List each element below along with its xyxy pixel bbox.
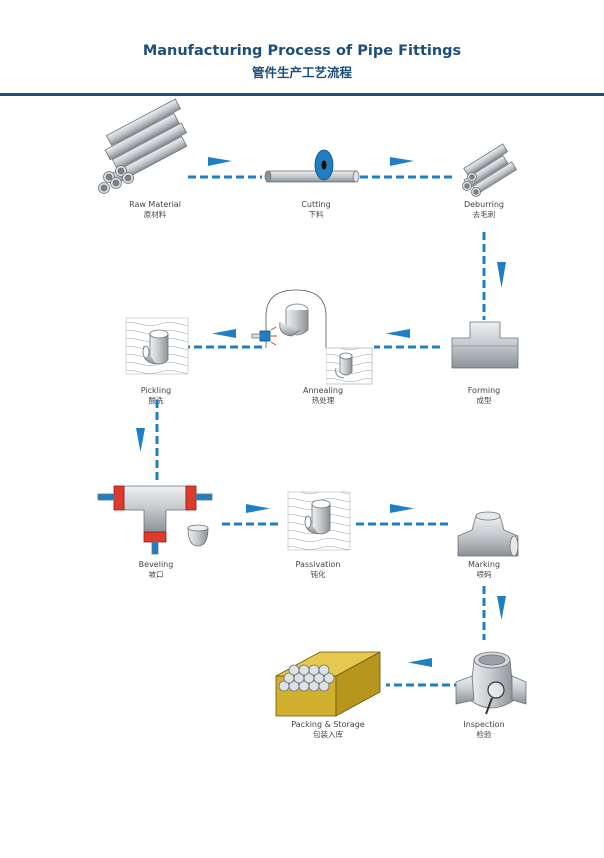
flow-connectors xyxy=(155,175,486,687)
packing-illustration xyxy=(275,651,381,717)
raw-material-illustration xyxy=(98,98,188,194)
cutting-illustration xyxy=(264,149,360,183)
header: Manufacturing Process of Pipe Fittings 管… xyxy=(0,0,604,100)
forming-illustration xyxy=(451,321,519,369)
burner-icon xyxy=(259,330,271,342)
arrow-right-icon xyxy=(390,157,414,166)
beveling-illustration xyxy=(97,485,213,555)
clamp-right-icon xyxy=(185,485,197,511)
pickling-illustration xyxy=(125,317,189,375)
passivation-illustration xyxy=(287,491,351,551)
clamp-left-icon xyxy=(113,485,125,511)
arrow-left-icon xyxy=(212,329,236,338)
clamp-bottom-icon xyxy=(143,531,167,543)
page-title: Manufacturing Process of Pipe Fittings xyxy=(142,43,462,59)
marking-illustration xyxy=(457,511,519,557)
inspection-illustration xyxy=(455,651,527,715)
arrow-down-icon xyxy=(497,262,506,288)
deburring-illustration xyxy=(462,143,518,197)
arrow-down-icon xyxy=(497,596,506,620)
arrow-down-icon xyxy=(136,428,145,452)
arrow-left-icon xyxy=(408,658,432,667)
magnifier-icon xyxy=(487,681,505,699)
arrow-left-icon xyxy=(386,329,410,338)
arrow-right-icon xyxy=(208,157,232,166)
arrow-right-icon xyxy=(390,504,414,513)
arrow-right-icon xyxy=(246,504,270,513)
flow-arrows xyxy=(136,157,506,667)
page-subtitle: 管件生产工艺流程 xyxy=(251,65,352,80)
annealing-illustration xyxy=(251,289,373,385)
header-divider xyxy=(0,93,604,96)
